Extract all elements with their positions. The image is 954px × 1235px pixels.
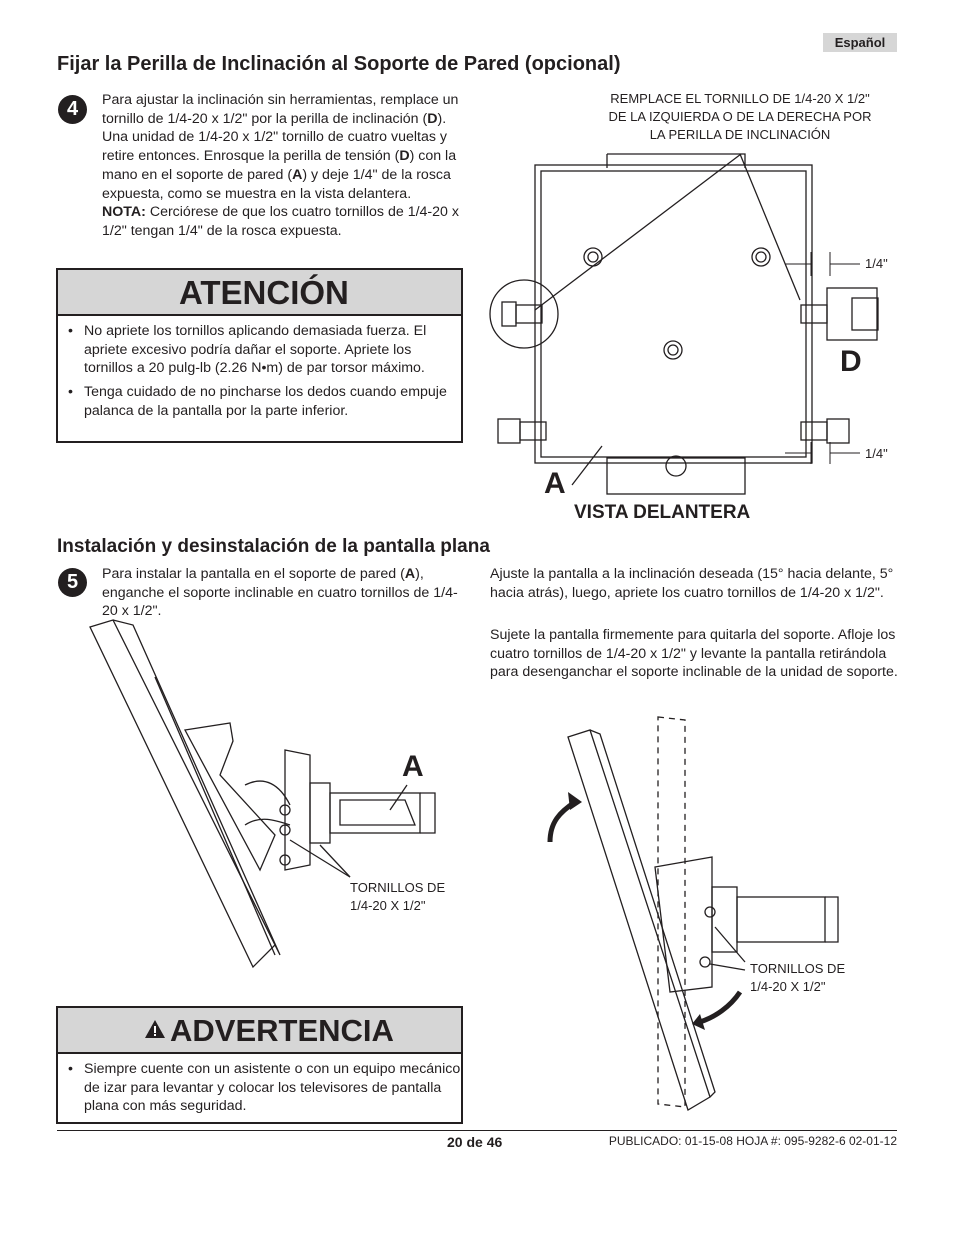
figure-front-callout: REMPLACE EL TORNILLO DE 1/4-20 X 1/2" DE… <box>608 91 872 142</box>
atencion-title: ATENCIÓN <box>58 270 461 316</box>
footer-divider <box>57 1130 897 1131</box>
dimension-bottom-label: 1/4" <box>865 446 888 461</box>
atencion-item: Tenga cuidado de no pincharse los dedos … <box>58 383 461 420</box>
step-5-right-text-2: Sujete la pantalla firmemente para quita… <box>490 627 898 681</box>
label-a-front: A <box>544 467 566 500</box>
label-a-install: A <box>402 750 424 783</box>
tilt-screws-label: TORNILLOS DE 1/4-20 X 1/2" <box>750 961 846 994</box>
front-view-diagram <box>489 153 879 495</box>
language-tag: Español <box>823 33 897 52</box>
step-badge-4: 4 <box>58 95 87 124</box>
label-d: D <box>840 345 862 378</box>
advertencia-box: ADVERTENCIA Siempre cuente con un asiste… <box>56 1006 463 1124</box>
section-title-install: Instalación y desinstalación de la panta… <box>57 536 490 557</box>
atencion-list: No apriete los tornillos aplicando demas… <box>58 316 461 421</box>
advertencia-list: Siempre cuente con un asistente o con un… <box>58 1054 461 1116</box>
front-view-caption: VISTA DELANTERA <box>574 502 751 523</box>
page-number: 20 de 46 <box>447 1134 503 1150</box>
publication-info: PUBLICADO: 01-15-08 HOJA #: 095-9282-6 0… <box>608 1134 897 1148</box>
tilt-diagram <box>547 716 839 1111</box>
step-5-left-text: Para instalar la pantalla en el soporte … <box>102 566 458 620</box>
atencion-item: No apriete los tornillos aplicando demas… <box>58 322 461 378</box>
section-title-tilt-knob: Fijar la Perilla de Inclinación al Sopor… <box>57 53 621 75</box>
advertencia-title: ADVERTENCIA <box>170 1013 394 1048</box>
note-label: NOTA: <box>102 204 146 221</box>
atencion-box: ATENCIÓN No apriete los tornillos aplica… <box>56 268 463 443</box>
step-5-right-text-1: Ajuste la pantalla a la inclinación dese… <box>490 566 894 601</box>
install-screws-label: TORNILLOS DE 1/4-20 X 1/2" <box>350 880 446 913</box>
note-text: Cerciórese de que los cuatro tornillos d… <box>102 204 459 239</box>
step-4-text: Para ajustar la inclinación sin herramie… <box>102 92 459 239</box>
advertencia-item: Siempre cuente con un asistente o con un… <box>58 1060 461 1116</box>
install-diagram <box>89 619 436 969</box>
advertencia-header: ADVERTENCIA <box>58 1008 461 1054</box>
dimension-top-label: 1/4" <box>865 256 888 271</box>
step-badge-5: 5 <box>58 568 87 597</box>
warning-triangle-icon <box>145 1020 165 1038</box>
